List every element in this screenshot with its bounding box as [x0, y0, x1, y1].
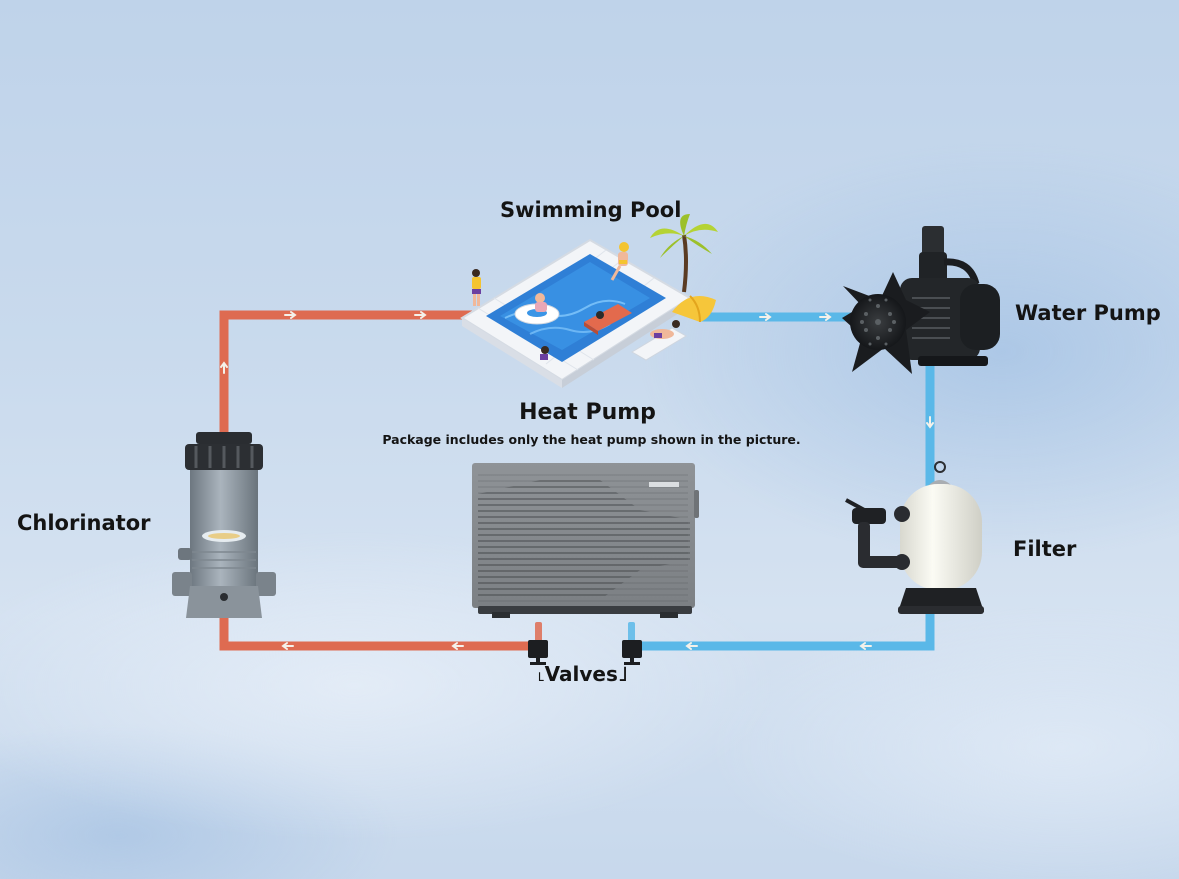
- flow-arrow-down: [926, 416, 934, 429]
- flow-arrows: [220, 311, 934, 650]
- hot-valve-riser: [535, 622, 542, 642]
- flow-arrow-left: [451, 642, 464, 650]
- filter-label: Filter: [1013, 537, 1077, 561]
- heat-pump-label: Heat Pump: [519, 400, 656, 425]
- flow-arrow-right: [414, 311, 427, 319]
- water-pump-icon: [842, 226, 1000, 374]
- flow-arrow-right: [284, 311, 297, 319]
- flow-arrow-left: [685, 642, 698, 650]
- brand-logo: [649, 482, 679, 487]
- flow-arrow-left: [859, 642, 872, 650]
- valve-icon: [528, 640, 548, 665]
- swimming-pool-illustration: [460, 214, 718, 388]
- flow-arrow-right: [819, 313, 832, 321]
- flow-arrow-right: [759, 313, 772, 321]
- valve-icon: [622, 640, 642, 665]
- water-pump-label: Water Pump: [1015, 301, 1161, 325]
- swimming-pool-label: Swimming Pool: [500, 198, 682, 222]
- person-figure: [472, 269, 481, 306]
- person-figure: [610, 242, 629, 281]
- valves-label: ˪Valves˩: [538, 662, 628, 686]
- sand-filter-icon: [845, 461, 984, 614]
- cold-pipe-supply: [633, 312, 935, 651]
- cold-valve-riser: [628, 622, 635, 642]
- palm-tree-icon: [650, 214, 718, 293]
- flow-arrow-up: [220, 361, 228, 374]
- heat-pump-unit-icon: [472, 463, 699, 618]
- heat-pump-package-note: Package includes only the heat pump show…: [382, 432, 801, 447]
- flow-arrow-left: [281, 642, 294, 650]
- chlorinator-label: Chlorinator: [17, 511, 151, 535]
- chlorinator-icon: [172, 432, 276, 618]
